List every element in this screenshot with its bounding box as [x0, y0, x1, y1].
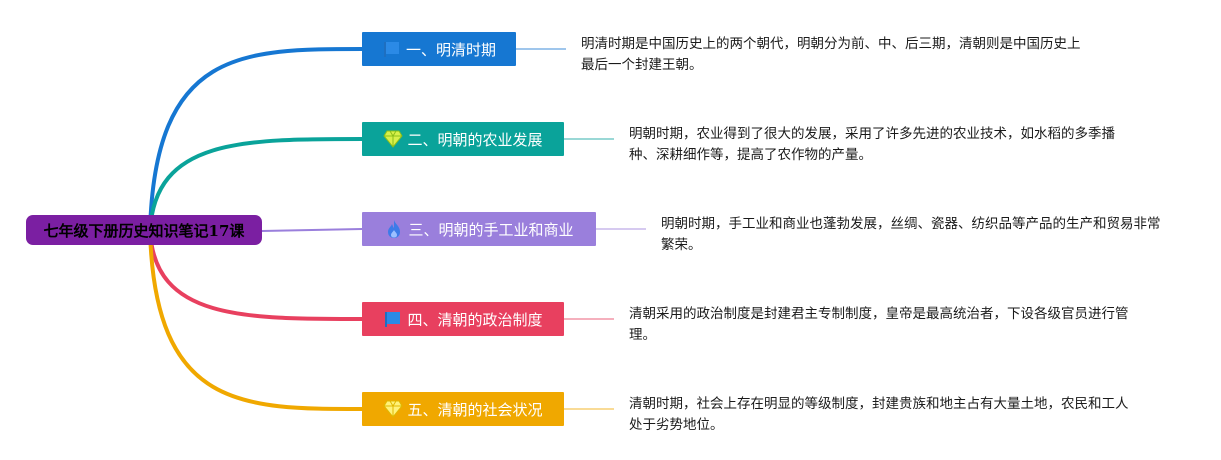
branch-topic-3[interactable]: 三、明朝的手工业和商业 — [362, 212, 596, 246]
branch-connector — [148, 137, 364, 233]
branch-description-3: 明朝时期，手工业和商业也蓬勃发展，丝绸、瓷器、纺织品等产品的生产和贸易非常繁荣。 — [661, 216, 1161, 252]
branch-topic-label: 二、明朝的农业发展 — [407, 130, 543, 149]
branch-connector — [148, 229, 364, 411]
branch-topic-label: 三、明朝的手工业和商业 — [408, 220, 574, 239]
flag-icon — [383, 309, 403, 329]
flame-icon — [384, 219, 404, 239]
branch-topic-1[interactable]: 一、明清时期 — [362, 32, 516, 66]
flag-icon — [382, 39, 402, 59]
root-topic[interactable]: 七年级下册历史知识笔记17课 — [26, 215, 262, 245]
diamond-icon — [383, 399, 404, 419]
branch-topic-2[interactable]: 二、明朝的农业发展 — [362, 122, 564, 156]
branch-description-5: 清朝时期，社会上存在明显的等级制度，封建贵族和地主占有大量土地，农民和工人处于劣… — [629, 396, 1129, 432]
branch-topic-label: 五、清朝的社会状况 — [407, 400, 543, 419]
branch-topic-label: 四、清朝的政治制度 — [407, 310, 543, 329]
branch-topic-5[interactable]: 五、清朝的社会状况 — [362, 392, 564, 426]
branch-connector — [148, 47, 364, 233]
branch-description-4: 清朝采用的政治制度是封建君主专制制度，皇帝是最高统治者，下设各级官员进行管理。 — [629, 306, 1129, 342]
branch-description-1: 明清时期是中国历史上的两个朝代，明朝分为前、中、后三期，清朝则是中国历史上最后一… — [581, 36, 1081, 72]
branch-description-2: 明朝时期，农业得到了很大的发展，采用了许多先进的农业技术，如水稻的多季播种、深耕… — [629, 126, 1115, 162]
diamond-icon — [383, 129, 404, 149]
branch-connector — [261, 228, 363, 232]
branch-topic-4[interactable]: 四、清朝的政治制度 — [362, 302, 564, 336]
branch-connector — [148, 229, 364, 321]
branch-topic-label: 一、明清时期 — [405, 40, 496, 59]
root-topic-label: 七年级下册历史知识笔记17课 — [43, 221, 245, 240]
